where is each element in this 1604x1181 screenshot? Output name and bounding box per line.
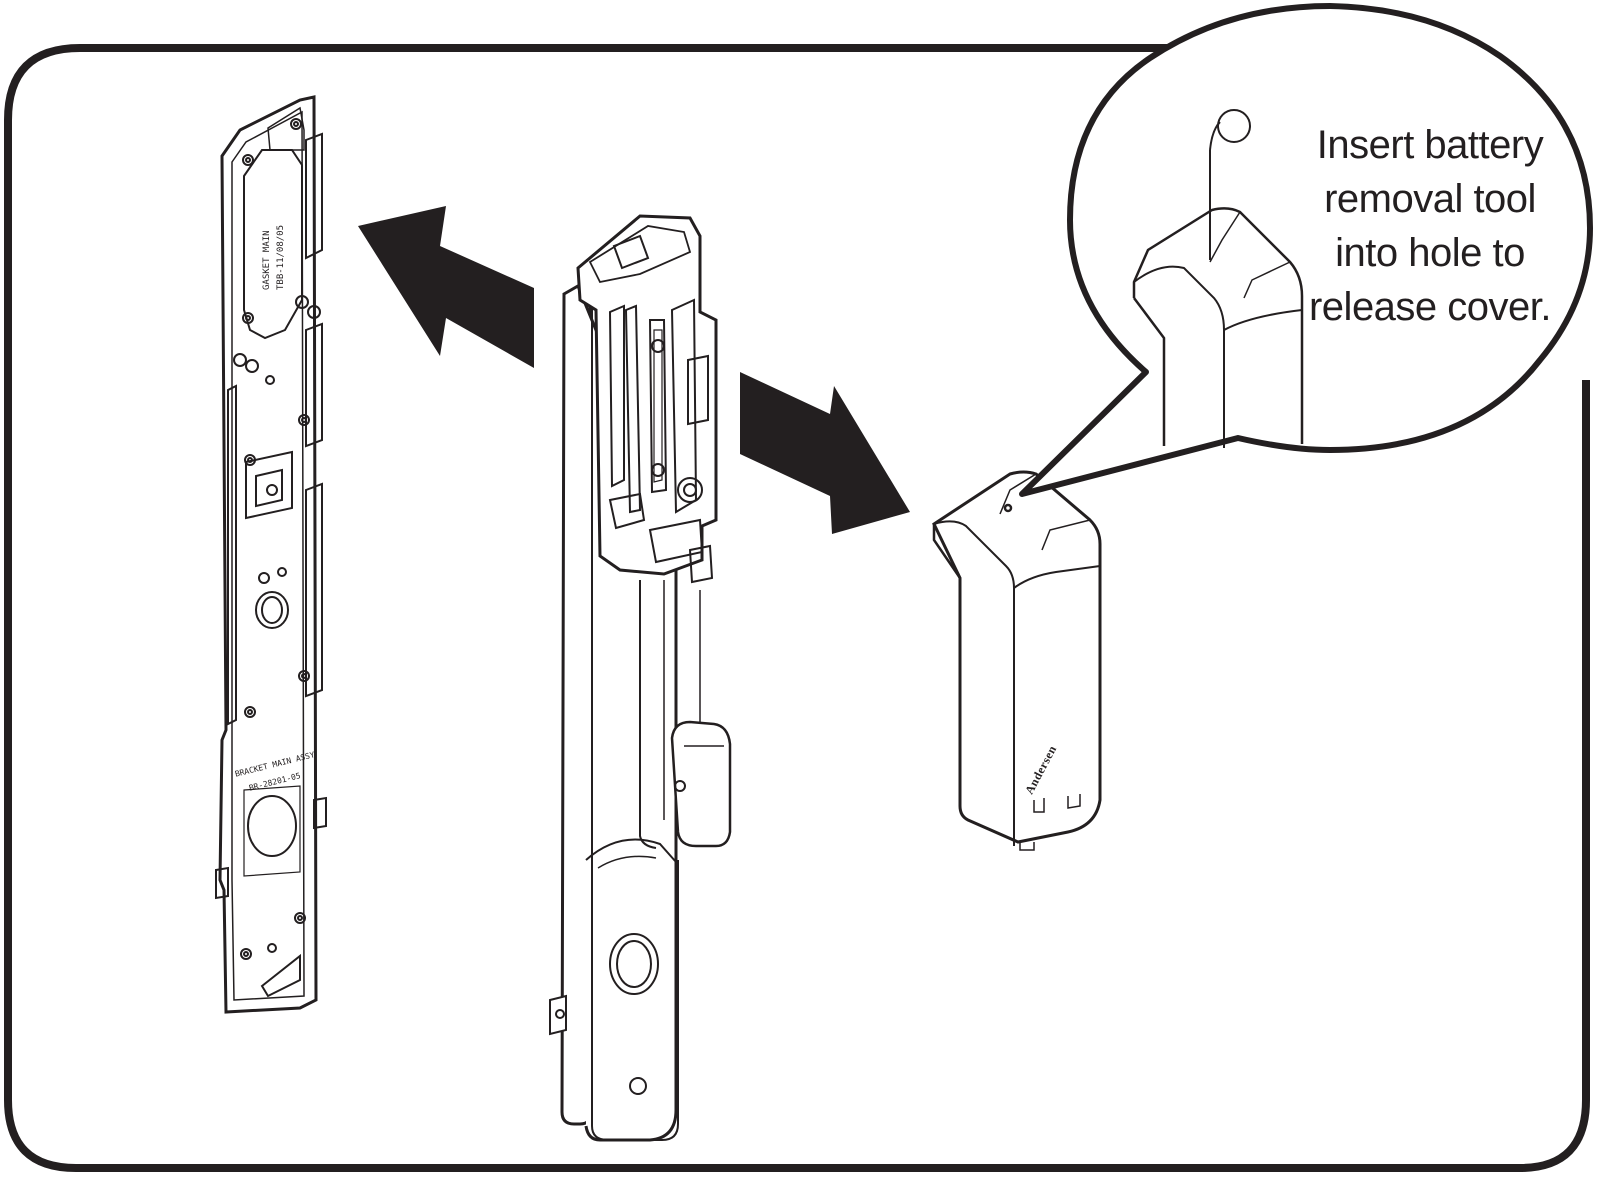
callout-line-3: into hole to [1335,231,1525,275]
arrow-right-icon [740,372,910,534]
callout-cover-zoom [1132,109,1304,448]
callout-line-2: removal tool [1324,177,1536,221]
release-hole [1003,503,1013,513]
battery-cover [932,470,1102,851]
bracket-stamp-top-2: TBB-11/08/05 [276,224,286,290]
handle-assembly [549,214,732,1142]
callout-line-4: release cover. [1308,285,1552,329]
bracket-plate [215,95,327,1014]
handle-grip [670,720,732,848]
frame-border [4,44,1590,1172]
bracket-stamp-top-1: GASKET MAIN [262,230,272,290]
arrow-left-icon [358,206,534,368]
callout-instruction-text: Insert battery removal tool into hole to… [1300,118,1560,334]
callout-line-1: Insert battery [1316,123,1544,167]
